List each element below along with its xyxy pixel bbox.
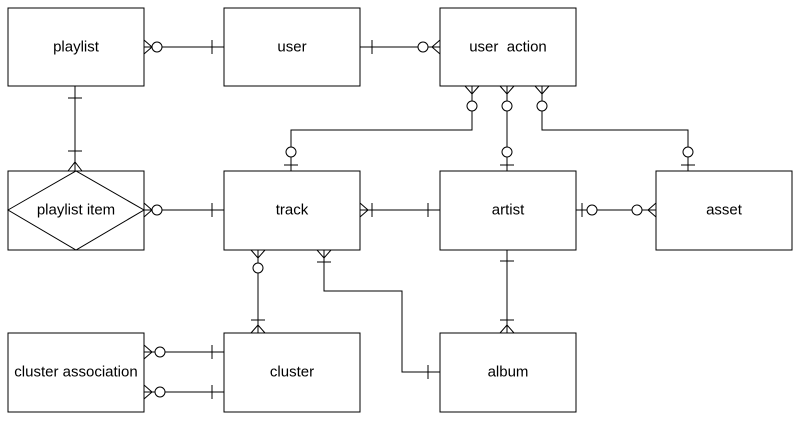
entity-playlist[interactable]: playlist bbox=[7, 7, 145, 87]
entity-cluster-association[interactable]: cluster association bbox=[7, 332, 145, 413]
zero-mark bbox=[285, 146, 297, 158]
crowfoot-mark bbox=[499, 85, 515, 95]
zero-mark bbox=[586, 204, 598, 216]
zero-mark bbox=[154, 346, 166, 358]
entity-album[interactable]: album bbox=[439, 332, 577, 413]
crowfoot-mark bbox=[316, 249, 332, 259]
entity-label: playlist bbox=[53, 39, 100, 56]
cardinality-marks bbox=[67, 39, 695, 400]
zero-mark bbox=[501, 146, 513, 158]
zero-mark bbox=[682, 146, 694, 158]
entity-box bbox=[7, 332, 145, 413]
zero-mark bbox=[536, 100, 548, 112]
zero-mark bbox=[151, 204, 163, 216]
entity-box bbox=[7, 7, 145, 87]
zero-mark bbox=[501, 100, 513, 112]
crowfoot-mark bbox=[143, 344, 153, 360]
entity-box bbox=[223, 7, 361, 87]
crowfoot-mark bbox=[67, 161, 83, 172]
entity-box bbox=[439, 332, 577, 413]
crowfoot-mark bbox=[250, 249, 266, 259]
entity-box bbox=[655, 170, 793, 251]
rel-useraction-asset bbox=[541, 86, 689, 171]
associative-diamond bbox=[7, 170, 145, 251]
crowfoot-mark bbox=[464, 85, 480, 95]
entity-label: cluster association bbox=[14, 364, 137, 381]
entity-asset[interactable]: asset bbox=[655, 170, 793, 251]
crowfoot-mark bbox=[647, 202, 657, 218]
zero-mark bbox=[631, 204, 643, 216]
entity-playlist-item[interactable]: playlist item bbox=[7, 170, 145, 251]
entity-box bbox=[223, 170, 361, 251]
entity-user[interactable]: user bbox=[223, 7, 361, 87]
entity-user-action[interactable]: user action bbox=[439, 7, 577, 87]
entity-box bbox=[223, 332, 361, 413]
zero-mark bbox=[417, 41, 429, 53]
zero-mark bbox=[154, 386, 166, 398]
entity-box bbox=[439, 7, 577, 87]
rel-useraction-track bbox=[290, 86, 473, 171]
zero-mark bbox=[252, 262, 264, 274]
entity-artist[interactable]: artist bbox=[439, 170, 577, 251]
entity-cluster[interactable]: cluster bbox=[223, 332, 361, 413]
entity-label: user bbox=[277, 39, 306, 56]
crowfoot-mark bbox=[431, 39, 441, 55]
entity-label: cluster bbox=[270, 364, 314, 381]
rel-track-album bbox=[323, 250, 440, 373]
entity-box bbox=[439, 170, 577, 251]
relationship-lines bbox=[74, 46, 689, 393]
crowfoot-mark bbox=[359, 202, 369, 218]
crowfoot-mark bbox=[534, 85, 550, 95]
entity-label: artist bbox=[492, 202, 525, 219]
crowfoot-mark bbox=[499, 324, 515, 334]
entity-label: album bbox=[488, 364, 529, 381]
entity-label: playlist item bbox=[37, 202, 115, 219]
entity-track[interactable]: track bbox=[223, 170, 361, 251]
entity-label: track bbox=[276, 202, 309, 219]
entity-label: user action bbox=[469, 39, 547, 56]
crowfoot-mark bbox=[143, 384, 153, 400]
entity-label: asset bbox=[706, 202, 743, 219]
zero-mark bbox=[466, 100, 478, 112]
zero-mark bbox=[151, 41, 163, 53]
crowfoot-mark bbox=[250, 324, 266, 334]
entity-box bbox=[7, 170, 145, 251]
